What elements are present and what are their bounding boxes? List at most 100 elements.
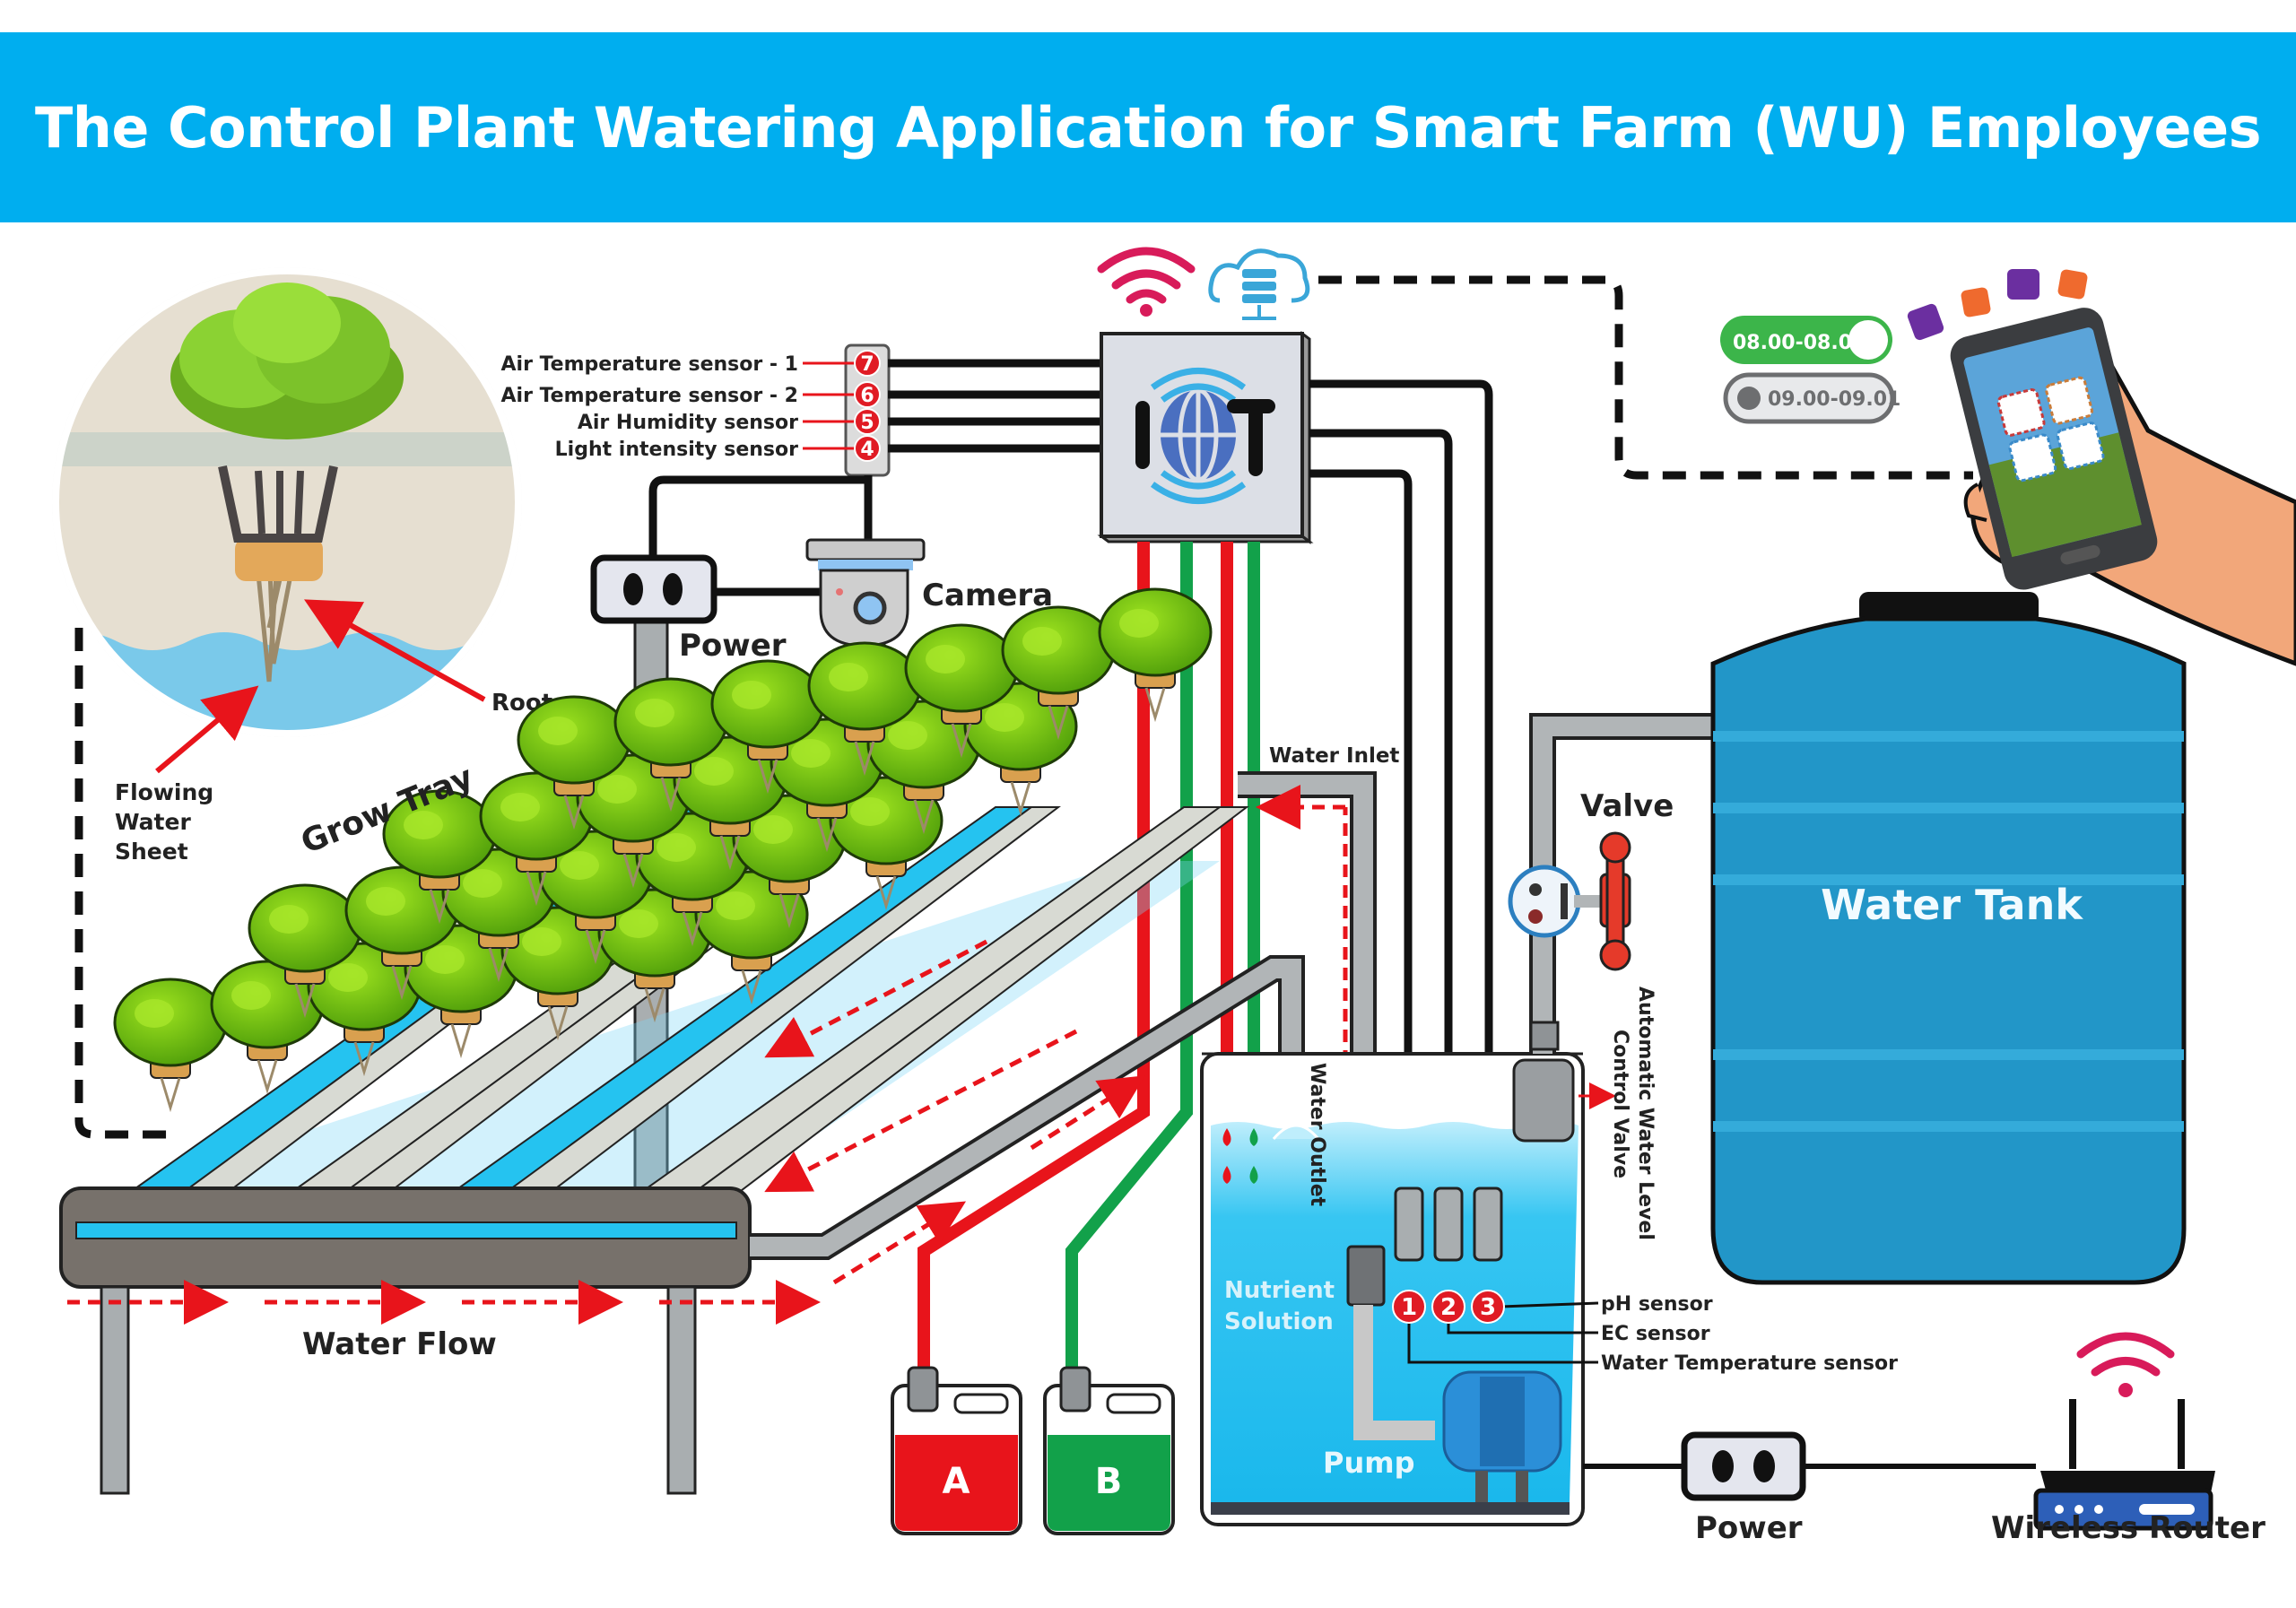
valve-label: Valve (1580, 788, 1674, 824)
pump-label: Pump (1323, 1446, 1414, 1480)
iot-letter-t (1227, 399, 1275, 476)
air-sensor-number: 4 (860, 439, 874, 461)
water-tank-label: Water Tank (1821, 881, 2083, 929)
app-icon-1[interactable] (1996, 388, 2046, 437)
air-sensor-list: 7 Air Temperature sensor - 1 6 Air Temperat… (501, 350, 881, 462)
water-sensor-leader (1500, 1301, 1599, 1308)
nutrient-b-drops (1249, 1128, 1258, 1184)
automatic-water-level-valve (1512, 1021, 1616, 1143)
container-b (1043, 1366, 1175, 1535)
spray-nozzle (1272, 1124, 1320, 1140)
water-sensor-number: 2 (1440, 1294, 1457, 1321)
water-sensor-wires (1309, 379, 1493, 1193)
root-detail-circle (52, 267, 522, 737)
container-b-label: B (1095, 1461, 1123, 1502)
schedule-slot-2-time: 09.00-09.01 (1768, 388, 1900, 411)
air-sensor-badge (854, 381, 881, 408)
water-sensor-number: 3 (1480, 1294, 1496, 1321)
water-probes (1394, 1186, 1503, 1262)
water-flow-arrows (67, 785, 1348, 1325)
water-flow-label: Water Flow (302, 1326, 497, 1362)
water-meter-icon (1508, 865, 1581, 938)
auto-valve-label-1: Automatic Water Level (1634, 987, 1657, 1240)
air-sensor-badge (854, 350, 881, 377)
nutrient-solution-label-2: Solution (1224, 1308, 1334, 1335)
hand-with-phone (1950, 308, 2296, 666)
notes-bubble-icon (2057, 269, 2088, 300)
root-pointer-arrow (304, 599, 486, 702)
water-sheet-pointer-arrow (155, 685, 259, 774)
lettuce-plant (710, 659, 825, 795)
air-sensor-number: 6 (860, 385, 874, 407)
water-sensor-badge (1392, 1290, 1426, 1324)
water-sensor-label: Water Temperature sensor (1601, 1352, 1898, 1375)
flowing-water-sheet-label-3: Sheet (115, 839, 188, 865)
wifi-icon (1097, 247, 1196, 317)
flowing-water-sheet-label-1: Flowing (115, 779, 213, 805)
grow-tray (59, 587, 1249, 1495)
smartphone (1950, 308, 2158, 590)
power-label-bottom: Power (1695, 1510, 1803, 1546)
lettuce-plant (807, 641, 922, 777)
lettuce-plant (307, 942, 422, 1077)
water-sensor-badge (1471, 1290, 1505, 1324)
wireless-router-icon (2033, 1399, 2215, 1531)
cloud-link-dashed (1318, 275, 1973, 480)
water-outlet-label: Water Outlet (1306, 1063, 1328, 1207)
lettuce-plant (113, 978, 228, 1113)
water-sensor-label: pH sensor (1601, 1293, 1713, 1316)
sliders-bubble-icon (2007, 269, 2039, 300)
camera-label: Camera (922, 578, 1053, 613)
water-sensor-badge (1431, 1290, 1465, 1324)
title-banner: The Control Plant Watering Application f… (0, 32, 2296, 222)
sensor-wires (648, 359, 1101, 596)
power-label-top: Power (679, 628, 787, 664)
valve-handle-icon (1574, 831, 1631, 971)
auto-valve-label-2: Control Valve (1609, 1030, 1631, 1178)
water-outlet-pipe (750, 959, 1301, 1256)
air-sensor-label: Air Temperature sensor - 2 (501, 385, 798, 407)
schedule-toggle-on[interactable] (1720, 316, 1892, 364)
iot-controller (1097, 331, 1314, 544)
cloud-server-icon (1208, 248, 1310, 320)
detail-link-dashed (74, 628, 179, 1139)
globe-icon (1150, 368, 1247, 504)
water-inlet-label: Water Inlet (1269, 744, 1399, 768)
container-a-label: A (943, 1461, 970, 1502)
air-sensor-badge (854, 435, 881, 462)
air-sensor-number: 5 (860, 412, 874, 434)
lettuce-plant (1001, 605, 1116, 741)
air-sensor-label: Air Temperature sensor - 1 (501, 353, 798, 376)
air-sensor-label: Light intensity sensor (555, 439, 798, 461)
flowing-water-sheet-label-2: Water (115, 809, 191, 835)
app-icon-2[interactable] (2045, 376, 2093, 425)
wireless-router-label: Wireless Router (1991, 1510, 2266, 1546)
schedule-toggle-off[interactable] (1723, 372, 1895, 424)
water-sensor-number: 1 (1401, 1294, 1417, 1321)
lettuce-plants (113, 587, 1213, 1113)
lettuce-plant (904, 623, 1019, 759)
home-button[interactable] (2059, 543, 2101, 565)
schedule-slot-1-time: 08.00-08.01 (1733, 332, 1866, 354)
camera-icon (805, 538, 926, 648)
floating-app-bubbles (1907, 269, 2088, 341)
air-sensor-badge (854, 408, 881, 435)
app-icon-4[interactable] (2056, 422, 2105, 470)
tank-feed-pipe (1533, 717, 1713, 1054)
power-outlet-bottom (1681, 1431, 1806, 1501)
water-tank (1710, 592, 2187, 1285)
page-title: The Control Plant Watering Application f… (34, 94, 2262, 161)
app-icon-3[interactable] (2008, 433, 2057, 482)
iot-letter-i (1135, 401, 1150, 469)
plant-bubble-icon (1961, 287, 1991, 317)
container-a (891, 1366, 1022, 1535)
water-sensor-leader (1407, 1319, 1598, 1364)
air-sensor-number: 7 (860, 353, 874, 376)
nutrient-a-drops (1222, 1128, 1231, 1184)
power-outlet-top (590, 554, 718, 624)
pump-icon (1346, 1245, 1562, 1502)
nutrient-solution-label-1: Nutrient (1224, 1277, 1335, 1304)
music-bubble-icon (1907, 303, 1944, 341)
